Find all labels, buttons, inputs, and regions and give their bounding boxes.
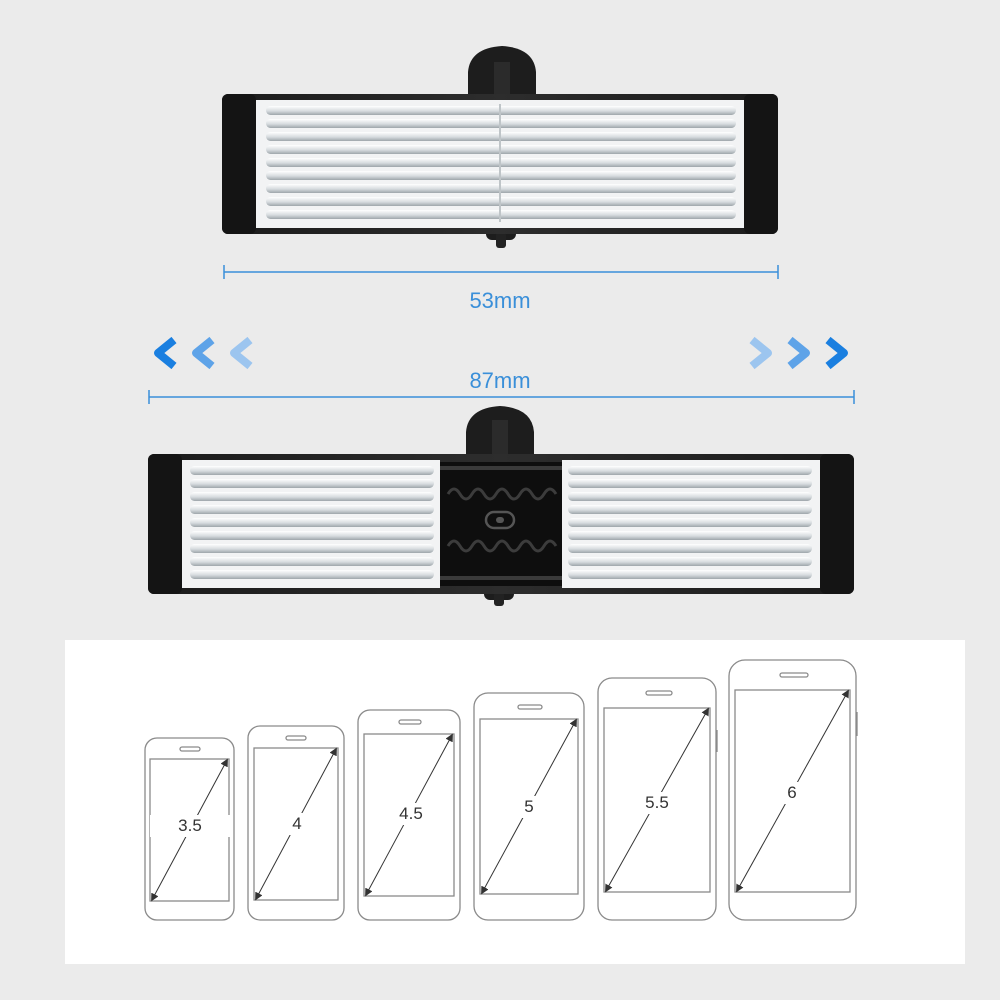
phone-size-label: 3.5	[150, 815, 230, 837]
holder-expanded	[148, 406, 854, 606]
phone-size-label: 5	[499, 796, 559, 818]
expanded-width-label: 87mm	[469, 368, 531, 393]
rib-group-expanded-right	[568, 466, 812, 579]
phone-size-label: 5.5	[627, 792, 687, 814]
spring-icon	[446, 487, 558, 553]
dimension-line-53mm	[223, 265, 779, 279]
dimension-line-87mm	[148, 390, 855, 404]
rib-group-expanded-left	[190, 466, 434, 579]
collapsed-width-label: 53mm	[469, 288, 531, 313]
chevron-right-icon	[749, 336, 848, 370]
phone-size-label: 6	[762, 782, 822, 804]
chevron-left-icon	[154, 336, 253, 370]
holder-illustrations	[148, 46, 855, 606]
holder-collapsed	[222, 46, 778, 248]
phone-size-label: 4	[267, 813, 327, 835]
phone-size-label: 4.5	[381, 803, 441, 825]
